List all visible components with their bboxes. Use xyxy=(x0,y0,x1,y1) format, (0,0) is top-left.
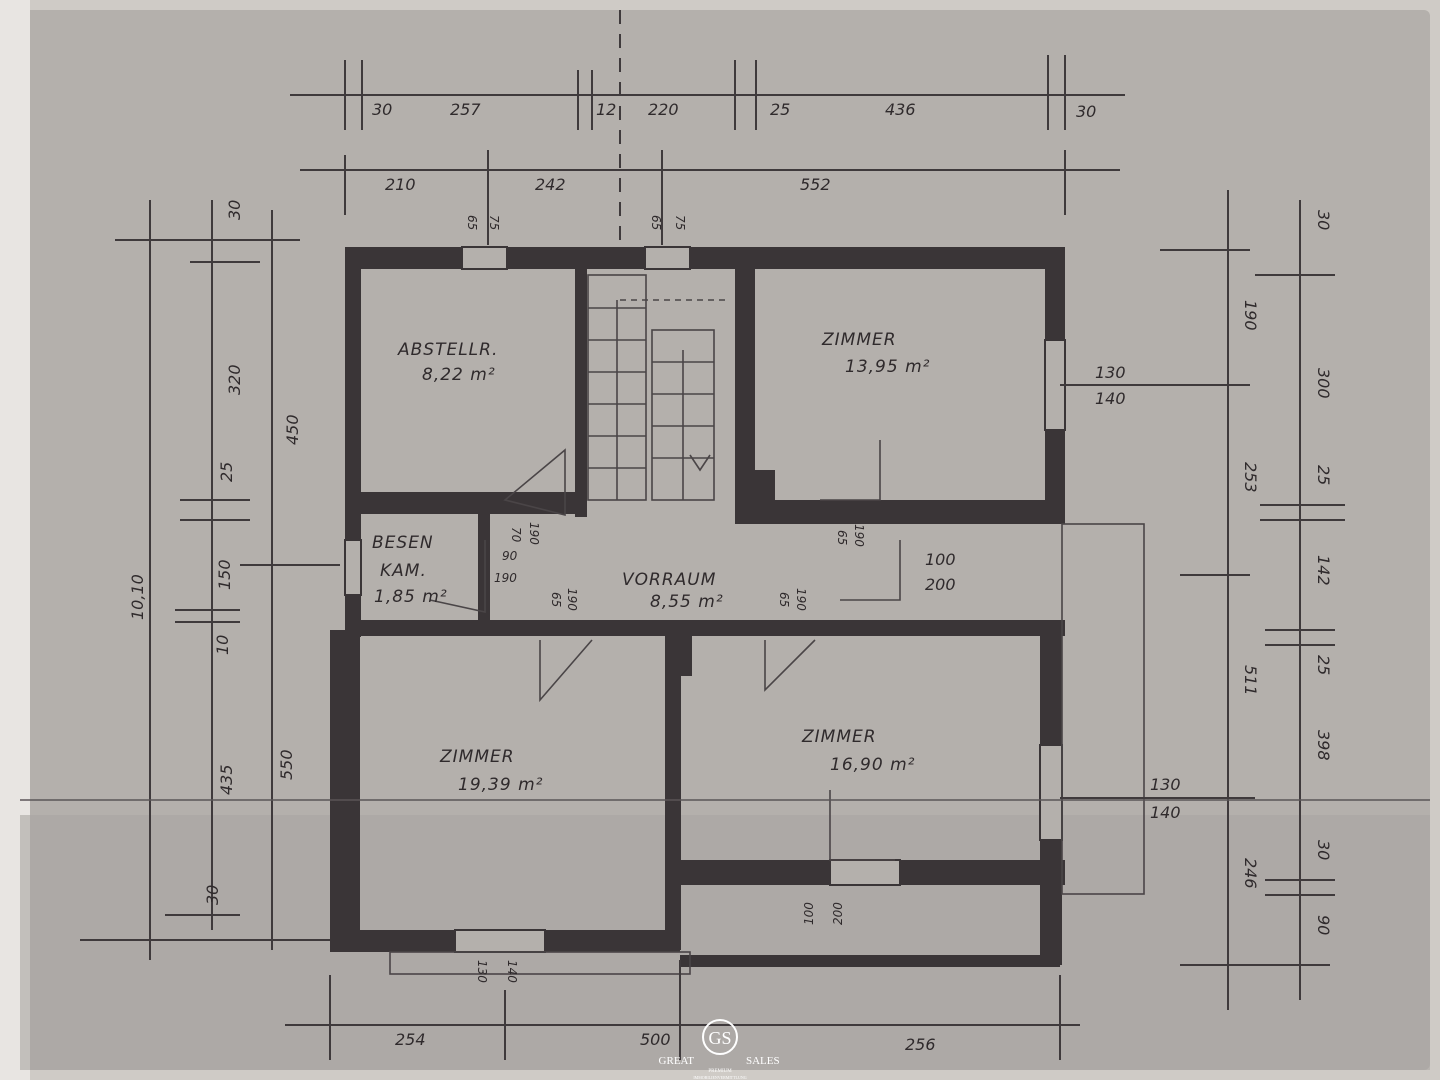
dim-left-c2-0: 450 xyxy=(283,414,302,445)
door-zne-1: 190 xyxy=(852,524,866,547)
dim-bottom-0: 254 xyxy=(395,1030,426,1049)
door-e-1: 200 xyxy=(925,575,956,594)
win-ne-1: 140 xyxy=(1095,389,1126,408)
dim-right-c1-2: 511 xyxy=(1241,665,1260,696)
win-se-0: 130 xyxy=(1150,775,1181,794)
room-besen-name1: BESEN xyxy=(372,533,434,553)
brand-left: GREAT xyxy=(659,1055,695,1067)
dim-top2-0: 210 xyxy=(385,175,416,194)
brand-watermark: GS GREAT SALES PREMIUM IMMOBILIENVERMITT… xyxy=(659,1019,780,1080)
dim-left-outer: 10,10 xyxy=(128,574,147,620)
dim-top2-2: 552 xyxy=(800,175,831,194)
dim-bottom-1: 500 xyxy=(640,1030,671,1049)
dim-top1-1: 257 xyxy=(450,100,481,119)
door-besen-1: 190 xyxy=(494,571,517,585)
dim-right-c2-4: 25 xyxy=(1314,655,1333,675)
door-abstell-0: 70 xyxy=(509,527,523,543)
dim-right-c2-6: 30 xyxy=(1314,840,1333,860)
staircase xyxy=(587,274,725,501)
dim-top1-5: 436 xyxy=(885,100,916,119)
lower-band xyxy=(20,815,1430,1070)
door-e-0: 100 xyxy=(925,550,956,569)
room-besen-area: 1,85 m² xyxy=(374,587,448,607)
door-swings xyxy=(429,440,901,861)
door-abstell-1: 190 xyxy=(527,522,541,545)
room-vorraum-area: 8,55 m² xyxy=(650,592,724,612)
dim-open-3: 75 xyxy=(673,215,687,230)
dim-left-c2-1: 550 xyxy=(277,749,296,780)
room-zimmer-se-area: 16,90 m² xyxy=(830,755,915,775)
dim-left-c1-2: 25 xyxy=(217,462,236,482)
brand-tagline: PREMIUM xyxy=(708,1069,732,1074)
room-zimmer-sw-name: ZIMMER xyxy=(439,747,515,767)
door-zsw-0: 65 xyxy=(549,592,563,607)
brand-sub: IMMOBILIENVERMITTLUNG xyxy=(693,1075,746,1080)
win-ne-0: 130 xyxy=(1095,363,1126,382)
dim-left-c1-0: 30 xyxy=(225,200,244,220)
dim-top1-0: 30 xyxy=(372,100,392,119)
win-br-0: 100 xyxy=(802,902,816,925)
room-zimmer-ne-name: ZIMMER xyxy=(821,330,897,350)
terrace-outline xyxy=(389,523,1145,975)
dim-right-c2-5: 398 xyxy=(1314,730,1333,761)
dim-right-c1-3: 246 xyxy=(1241,858,1260,889)
paper-sheet xyxy=(20,10,1430,1070)
win-br-1: 200 xyxy=(831,902,845,925)
room-zimmer-se-name: ZIMMER xyxy=(801,727,877,747)
room-besen-name2: KAM. xyxy=(380,561,427,581)
openings xyxy=(344,246,1066,953)
win-bl-0: 130 xyxy=(475,960,489,983)
dimension-labels: 30 257 12 220 25 436 30 210 242 552 65 7… xyxy=(128,100,1333,1054)
win-se-1: 140 xyxy=(1150,803,1181,822)
dim-top1-3: 220 xyxy=(648,100,679,119)
dim-right-c1-0: 190 xyxy=(1241,300,1260,331)
door-zne-0: 65 xyxy=(835,530,849,545)
dim-top2-1: 242 xyxy=(535,175,566,194)
dim-top1-6: 30 xyxy=(1076,102,1096,121)
dim-left-c1-4: 10 xyxy=(213,635,232,655)
dim-open-2: 65 xyxy=(649,215,663,230)
dim-right-c1-1: 253 xyxy=(1241,462,1260,493)
room-zimmer-ne-area: 13,95 m² xyxy=(845,357,930,377)
dim-bottom-2: 256 xyxy=(905,1035,936,1054)
room-abstell-name: ABSTELLR. xyxy=(397,340,498,360)
door-zse-1: 190 xyxy=(794,588,808,611)
door-zse-0: 65 xyxy=(777,592,791,607)
room-zimmer-sw-area: 19,39 m² xyxy=(458,775,543,795)
room-vorraum-name: VORRAUM xyxy=(622,570,716,590)
dim-right-c2-0: 30 xyxy=(1314,210,1333,230)
dim-left-c1-1: 320 xyxy=(225,364,244,395)
door-zsw-1: 190 xyxy=(565,588,579,611)
dim-right-c2-1: 300 xyxy=(1314,368,1333,399)
brand-right: SALES xyxy=(746,1055,780,1067)
dim-open-0: 65 xyxy=(465,215,479,230)
room-abstell-area: 8,22 m² xyxy=(422,365,496,385)
dim-top1-4: 25 xyxy=(770,100,790,119)
dim-right-c2-3: 142 xyxy=(1314,555,1333,586)
dim-right-c2-7: 90 xyxy=(1314,915,1333,935)
door-besen-0: 90 xyxy=(502,549,518,563)
room-labels: ABSTELLR. 8,22 m² ZIMMER 13,95 m² BESEN … xyxy=(372,330,930,795)
logo-monogram: GS xyxy=(708,1028,731,1048)
logo-ring-icon xyxy=(702,1019,738,1055)
dim-left-c1-6: 30 xyxy=(203,885,222,905)
dim-left-c1-5: 435 xyxy=(217,764,236,795)
dim-right-c2-2: 25 xyxy=(1314,465,1333,485)
dim-top1-2: 12 xyxy=(596,100,616,119)
dim-open-1: 75 xyxy=(487,215,501,230)
win-bl-1: 140 xyxy=(505,960,519,983)
dim-left-c1-3: 150 xyxy=(215,559,234,590)
dimension-lines xyxy=(20,10,1430,1060)
